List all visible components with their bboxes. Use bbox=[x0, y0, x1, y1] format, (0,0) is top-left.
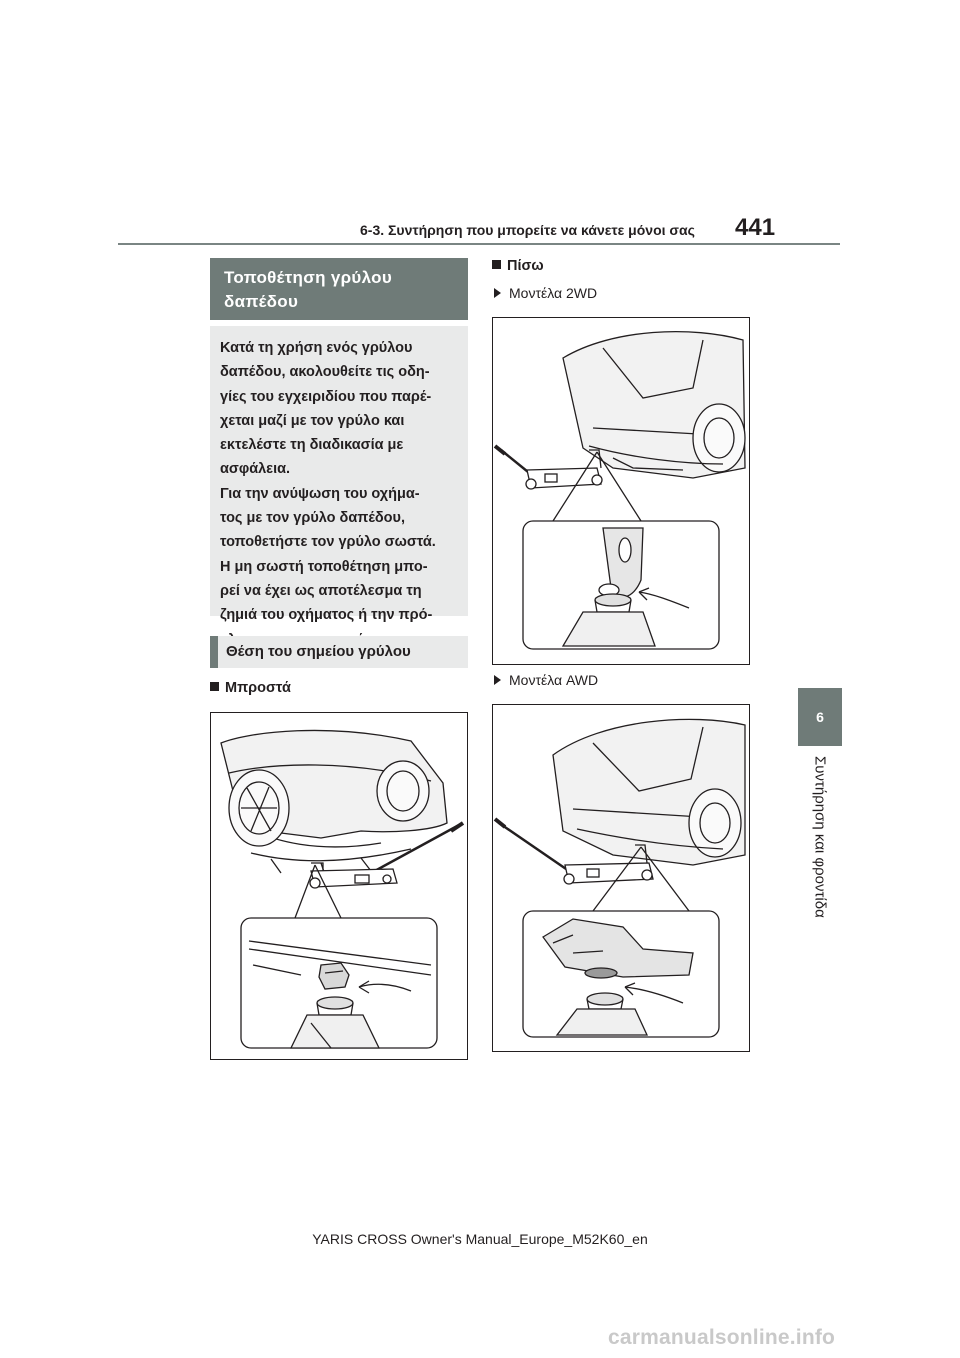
square-bullet-icon bbox=[210, 682, 219, 691]
rear-awd-jack-illustration bbox=[493, 718, 746, 1038]
triangle-bullet-icon bbox=[494, 288, 501, 298]
caution-line: Η μη σωστή τοποθέτηση μπο- bbox=[220, 558, 428, 575]
page-number: 441 bbox=[735, 214, 776, 241]
front-label-text: Μπροστά bbox=[225, 680, 291, 696]
caution-line: χεται μαζί με τον γρύλο και bbox=[220, 412, 405, 429]
header-divider bbox=[118, 243, 840, 245]
caution-line: τοποθετήστε τον γρύλο σωστά. bbox=[220, 534, 436, 551]
caution-line: τος με τον γρύλο δαπέδου, bbox=[220, 510, 406, 527]
footer-manual-id: YARIS CROSS Owner's Manual_Europe_M52K60… bbox=[312, 1231, 648, 1247]
model-2wd-label: Μοντέλα 2WD bbox=[494, 285, 597, 301]
chapter-tab-title-text: Συντήρηση και φροντίδα bbox=[811, 756, 829, 918]
section-title-line2: δαπέδου bbox=[224, 292, 299, 311]
model-awd-label: Μοντέλα AWD bbox=[494, 672, 598, 688]
caution-line: Για την ανύψωση του οχήμα- bbox=[220, 485, 420, 502]
rear-awd-jack-point-figure bbox=[492, 704, 750, 1052]
watermark: carmanualsonline.info bbox=[608, 1326, 836, 1349]
rear-2wd-jack-illustration bbox=[493, 331, 746, 650]
front-jack-illustration bbox=[220, 729, 465, 1049]
model-awd-text: Μοντέλα AWD bbox=[509, 672, 599, 688]
rear-2wd-jack-point-figure bbox=[492, 317, 750, 665]
model-2wd-text: Μοντέλα 2WD bbox=[509, 285, 598, 301]
rear-label: Πίσω bbox=[492, 258, 544, 274]
chapter-tab-title: Συντήρηση και φροντίδα bbox=[806, 756, 834, 936]
subsection-title: Θέση του σημείου γρύλου bbox=[210, 636, 468, 668]
front-label: Μπροστά bbox=[210, 680, 291, 696]
caution-line: ρεί να έχει ως αποτέλεσμα τη bbox=[220, 582, 422, 599]
square-bullet-icon bbox=[492, 260, 501, 269]
chapter-tab-number: 6 bbox=[798, 688, 842, 746]
caution-line: γίες του εγχειριδίου που παρέ- bbox=[220, 388, 432, 405]
front-jack-point-figure bbox=[210, 712, 468, 1060]
triangle-bullet-icon bbox=[494, 675, 501, 685]
section-title-line1: Τοποθέτηση γρύλου bbox=[224, 268, 393, 287]
caution-line: δαπέδου, ακολουθείτε τις οδη- bbox=[220, 364, 430, 381]
section-title: Τοποθέτηση γρύλου δαπέδου bbox=[210, 258, 468, 320]
caution-line: ζημιά του οχήματος ή την πρό- bbox=[220, 607, 433, 624]
header-section-title: 6-3. Συντήρηση που μπορείτε να κάνετε μό… bbox=[360, 222, 695, 238]
caution-box: Κατά τη χρήση ενός γρύλου δαπέδου, ακολο… bbox=[210, 326, 468, 648]
rear-label-text: Πίσω bbox=[507, 258, 544, 274]
caution-line: Κατά τη χρήση ενός γρύλου bbox=[220, 340, 413, 356]
caution-line: εκτελέστε τη διαδικασία με bbox=[220, 437, 404, 454]
caution-line: ασφάλεια. bbox=[220, 461, 291, 478]
